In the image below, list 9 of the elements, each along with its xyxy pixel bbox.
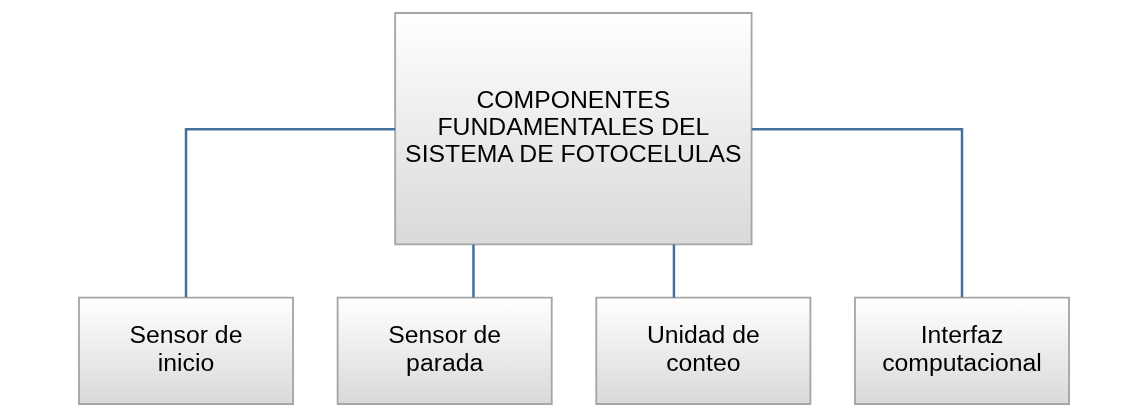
node-box: Interfaz computacional: [854, 296, 1070, 405]
connector: [672, 244, 676, 298]
node-box: COMPONENTES FUNDAMENTALES DEL SISTEMA DE FOTOCELULAS: [394, 12, 753, 246]
connector: [751, 128, 964, 298]
node-box: Unidad de conteo: [595, 296, 812, 405]
connector: [472, 244, 475, 298]
node-box: Sensor de parada: [336, 296, 553, 405]
connector: [184, 128, 395, 298]
node-box: Sensor de inicio: [78, 296, 294, 405]
